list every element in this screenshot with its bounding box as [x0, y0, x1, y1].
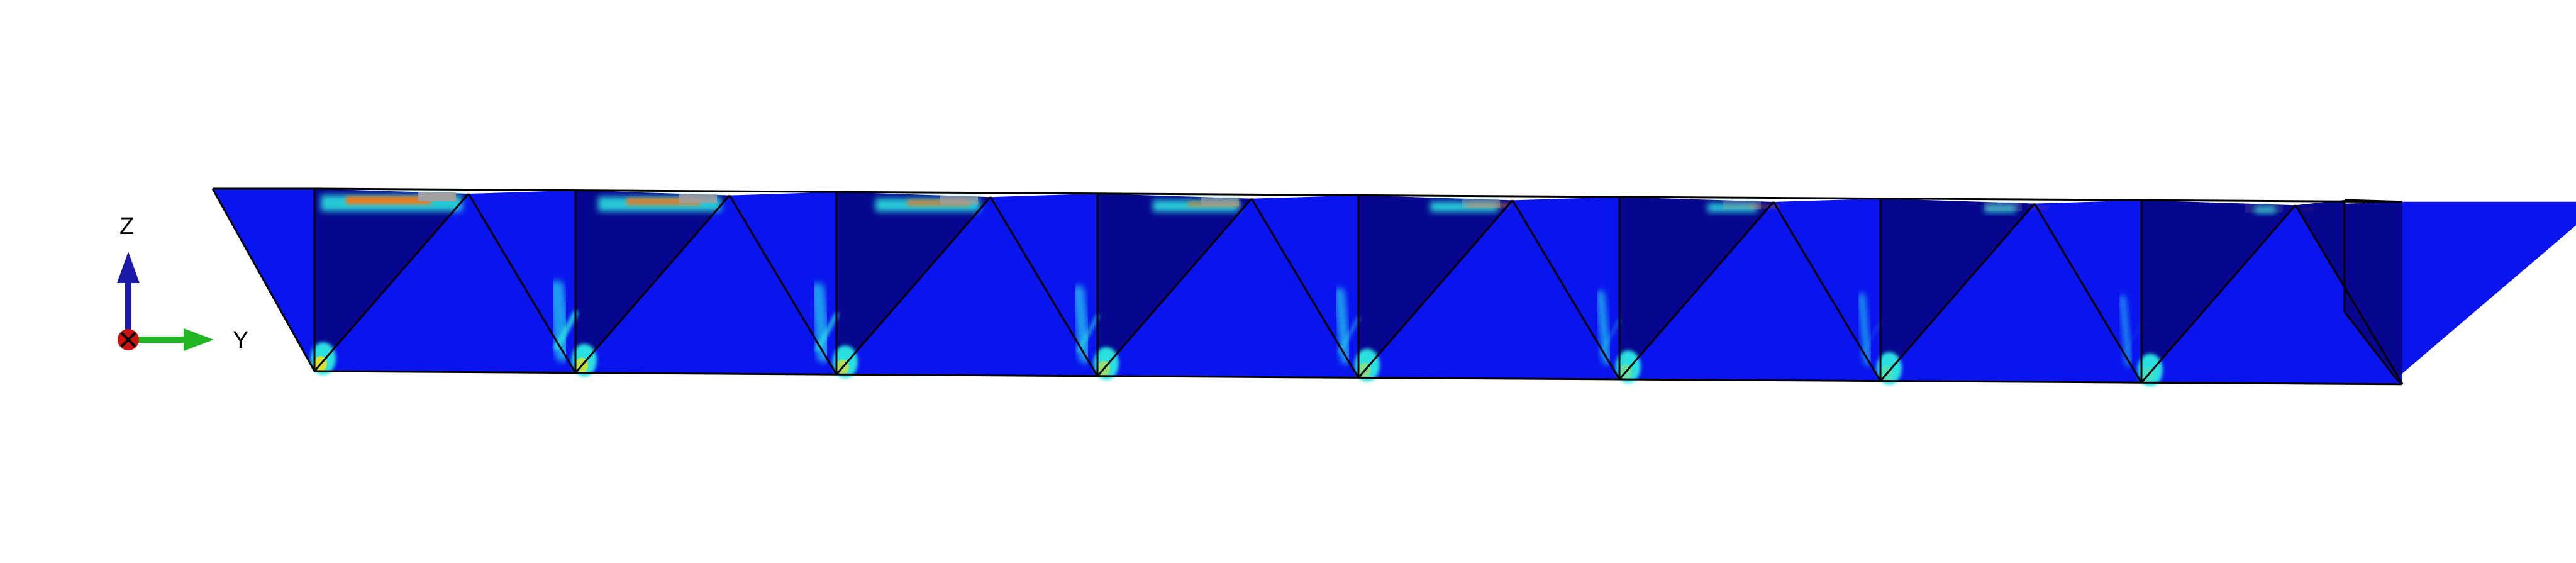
- contour-peak-top: [1984, 202, 2022, 211]
- contour-band-top: [2255, 206, 2276, 213]
- edge-web-rising: [574, 194, 731, 374]
- contour-peak-top: [418, 192, 456, 201]
- edge-slant-right: [2343, 311, 2397, 379]
- contour-diagonal-streak: [1072, 285, 1091, 364]
- x-axis-marker-icon: [118, 329, 139, 350]
- edge-web-falling: [1250, 198, 1360, 379]
- edge-slant-left: [211, 188, 316, 372]
- edge-web-falling: [1511, 199, 1621, 380]
- contour-band-hot: [626, 198, 701, 206]
- contour-band-hot: [1468, 203, 1509, 208]
- edge-web-rising: [1618, 201, 1775, 380]
- contour-diagonal-streak: [1596, 290, 1611, 365]
- contour-joint-hotspot: [2138, 354, 2163, 387]
- contour-diagonal-core: [815, 312, 839, 352]
- contour-joint-hotspot: [1616, 350, 1641, 383]
- contour-diagonal-streak: [1858, 293, 1872, 366]
- contour-peak-top: [1723, 201, 1761, 209]
- edge-top-flange: [1097, 192, 1359, 196]
- edge-bottom-flange: [1358, 376, 1620, 381]
- contour-diagonal-streak: [1334, 287, 1352, 364]
- edge-web-rising: [1096, 198, 1253, 377]
- contour-joint-hotspot: [1355, 348, 1380, 382]
- edge-web-falling: [2033, 203, 2143, 383]
- edge-web-rising: [313, 193, 470, 372]
- edge-web-rising: [1879, 203, 2036, 382]
- contour-diagonal-core: [553, 310, 579, 351]
- web-front-face: [1358, 200, 1619, 379]
- contour-diagonal-core: [1076, 314, 1100, 354]
- contour-peak-top: [1201, 197, 1239, 206]
- edge-web-falling: [1772, 201, 1882, 382]
- edge-top-flange: [1619, 196, 1881, 200]
- contour-band-hot: [346, 196, 431, 204]
- contour-peak-top: [679, 194, 717, 203]
- web-front-face: [2141, 205, 2402, 384]
- edge-web-falling: [467, 193, 577, 374]
- edge-top-flange: [575, 189, 837, 193]
- back-panel-right: [2296, 200, 2402, 384]
- edge-bottom-flange: [836, 373, 1098, 377]
- web-front-face: [1097, 198, 1358, 378]
- contour-band-top: [1707, 203, 1757, 213]
- edge-bottom-flange: [575, 372, 837, 376]
- edge-bottom-right: [2396, 377, 2403, 385]
- edge-web-rising: [2140, 204, 2297, 384]
- contour-diagonal-core: [1860, 320, 1882, 357]
- web-front-face: [314, 194, 575, 373]
- contour-joint-hotspot: [1877, 352, 1902, 385]
- contour-band-hot: [2029, 206, 2048, 209]
- contour-diagonal-core: [2121, 321, 2143, 359]
- edge-bottom-flange: [1619, 378, 1881, 382]
- web-front-face: [836, 197, 1097, 376]
- contour-diagonal-core: [1599, 318, 1621, 356]
- contour-band-top: [1985, 204, 2016, 213]
- edge-top-flange: [1358, 194, 1620, 198]
- contour-diagonal-streak: [2119, 294, 2132, 367]
- edge-bottom-flange: [1880, 380, 2142, 384]
- z-axis-arrow: [117, 252, 140, 340]
- contour-diagonal-core: [1338, 316, 1360, 355]
- edge-web-rising: [835, 196, 992, 376]
- web-front-face: [1880, 203, 2141, 383]
- edge-bottom-flange: [1097, 375, 1359, 379]
- edge-top-right: [2344, 199, 2403, 203]
- contour-peak-top: [2245, 204, 2283, 213]
- contour-band-hot: [907, 199, 970, 206]
- edge-top-flange: [1880, 198, 2142, 201]
- edge-bottom-flange: [314, 370, 576, 374]
- web-front-face: [1619, 202, 1880, 381]
- contour-peak-top: [940, 196, 978, 205]
- mesh-edges: [211, 187, 2404, 386]
- z-axis-label: Z: [119, 213, 134, 240]
- contour-peak-top: [1462, 199, 1500, 208]
- edge-web-rising: [1357, 199, 1514, 379]
- front-panel-right: [2396, 201, 2576, 384]
- y-axis-label: Y: [233, 327, 248, 354]
- edge-top-flange: [314, 187, 576, 192]
- edge-bottom-flange: [2141, 381, 2403, 386]
- web-front-face: [575, 195, 836, 375]
- edge-web-falling: [989, 196, 1099, 377]
- edge-top-flange: [2141, 199, 2403, 203]
- edge-web-falling: [728, 194, 838, 375]
- edge-web-falling: [2294, 204, 2404, 385]
- contour-band-hot: [2301, 208, 2314, 211]
- y-axis-arrow: [128, 328, 214, 351]
- contour-band-hot: [1749, 204, 1779, 209]
- edge-top-flange: [836, 191, 1098, 195]
